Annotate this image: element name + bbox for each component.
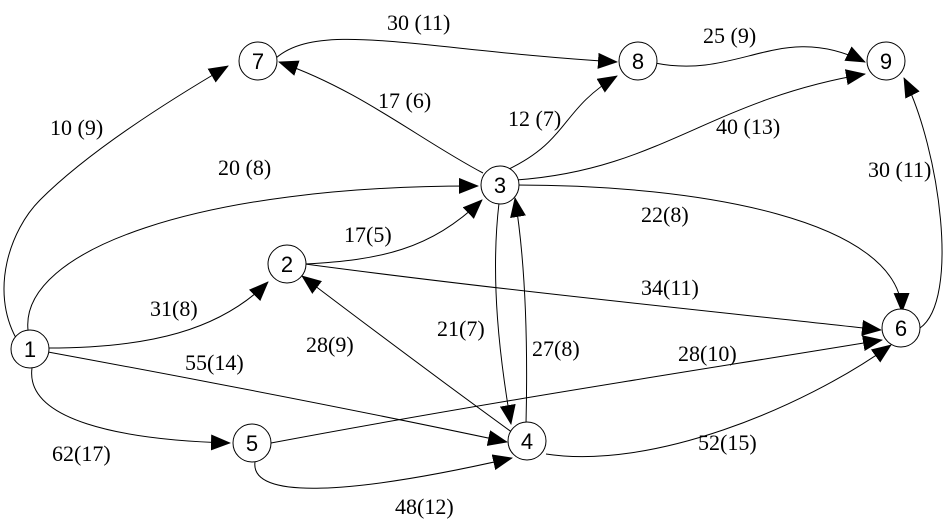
node-2[interactable]: 2 bbox=[267, 244, 307, 284]
node-label: 4 bbox=[521, 429, 533, 454]
edges-layer bbox=[3, 38, 943, 489]
edge-7-8 bbox=[275, 38, 618, 69]
node-label: 1 bbox=[24, 337, 36, 362]
node-circle bbox=[881, 308, 921, 348]
node-8[interactable]: 8 bbox=[618, 41, 658, 81]
edge-3-8 bbox=[506, 75, 618, 171]
edge-1-7 bbox=[3, 65, 229, 339]
edge-label-2-3: 17(5) bbox=[344, 222, 392, 247]
node-label: 9 bbox=[880, 49, 892, 74]
nodes-layer: 1 2 3 4 5 6 7 8 bbox=[10, 41, 921, 463]
edge-3-4 bbox=[495, 202, 516, 425]
edge-8-9 bbox=[654, 46, 866, 67]
edge-label-5-4: 48(12) bbox=[395, 494, 454, 519]
node-5[interactable]: 5 bbox=[232, 423, 272, 463]
edge-3-7 bbox=[278, 60, 484, 174]
edge-label-4-2: 28(9) bbox=[306, 332, 354, 357]
edge-1-5 bbox=[31, 367, 231, 451]
edge-2-6 bbox=[304, 263, 882, 336]
edge-label-3-6: 22(8) bbox=[641, 202, 689, 227]
node-3[interactable]: 3 bbox=[480, 165, 520, 205]
edge-label-4-3: 27(8) bbox=[532, 336, 580, 361]
edge-2-3 bbox=[304, 199, 483, 265]
node-label: 8 bbox=[632, 49, 644, 74]
edge-label-1-3: 20 (8) bbox=[218, 155, 271, 180]
edge-label-1-7: 10 (9) bbox=[50, 115, 103, 140]
edge-5-6 bbox=[270, 335, 883, 444]
edge-label-1-5: 62(17) bbox=[52, 441, 111, 466]
node-circle bbox=[238, 41, 278, 81]
edge-label-3-9: 40 (13) bbox=[716, 114, 780, 139]
edge-label-3-7: 17 (6) bbox=[378, 88, 431, 113]
node-1[interactable]: 1 bbox=[10, 329, 50, 369]
edge-label-1-2: 31(8) bbox=[150, 296, 198, 321]
node-6[interactable]: 6 bbox=[881, 308, 921, 348]
node-7[interactable]: 7 bbox=[238, 41, 278, 81]
edge-label-4-6: 52(15) bbox=[698, 430, 757, 455]
edge-label-3-8: 12 (7) bbox=[508, 106, 561, 131]
edge-label-3-4: 21(7) bbox=[437, 316, 485, 341]
edge-3-9 bbox=[515, 69, 866, 181]
node-label: 6 bbox=[895, 316, 907, 341]
edge-label-8-9: 25 (9) bbox=[703, 23, 756, 48]
edge-label-1-4: 55(14) bbox=[185, 350, 244, 375]
node-circle bbox=[866, 41, 906, 81]
edge-label-2-6: 34(11) bbox=[641, 275, 699, 300]
edge-4-3 bbox=[510, 197, 528, 425]
node-label: 7 bbox=[252, 49, 264, 74]
node-4[interactable]: 4 bbox=[507, 421, 547, 461]
edge-label-6-9: 30 (11) bbox=[868, 157, 931, 182]
node-label: 2 bbox=[281, 252, 293, 277]
edge-6-9 bbox=[903, 77, 943, 329]
node-circle bbox=[618, 41, 658, 81]
edge-label-7-8: 30 (11) bbox=[387, 10, 450, 35]
node-circle bbox=[232, 423, 272, 463]
node-circle bbox=[267, 244, 307, 284]
edge-5-4 bbox=[254, 454, 513, 489]
edge-3-6 bbox=[515, 184, 910, 313]
edge-4-2 bbox=[301, 275, 514, 434]
node-circle bbox=[10, 329, 50, 369]
node-circle bbox=[507, 421, 547, 461]
node-circle bbox=[480, 165, 520, 205]
node-label: 3 bbox=[494, 173, 506, 198]
edge-1-4 bbox=[47, 351, 508, 446]
edge-labels-layer: 10 (9) 20 (8) 31(8) 55(14) 62(17) 30 (11… bbox=[50, 10, 931, 519]
edge-1-2 bbox=[47, 281, 269, 349]
edge-1-3 bbox=[27, 177, 479, 331]
node-9[interactable]: 9 bbox=[866, 41, 906, 81]
edge-label-5-6: 28(10) bbox=[678, 341, 737, 366]
node-label: 5 bbox=[246, 431, 258, 456]
edge-4-6 bbox=[545, 344, 892, 458]
